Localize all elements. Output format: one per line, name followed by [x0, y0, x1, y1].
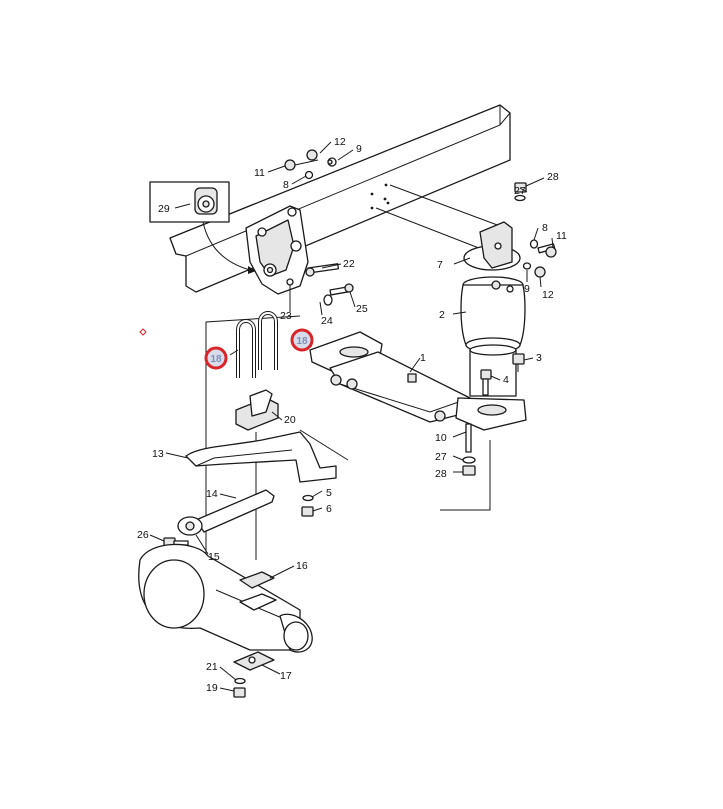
bushing-inset: [149, 181, 256, 274]
callout-18-right-label: 18: [296, 336, 308, 347]
highlight-callout-18-left[interactable]: 18: [204, 346, 228, 370]
callout-18-left-label: 18: [210, 354, 222, 365]
label-12-right: 12: [542, 289, 554, 301]
label-11-right: 11: [556, 230, 567, 242]
label-8-right: 8: [542, 222, 548, 234]
air-spring: [460, 276, 526, 397]
highlight-callout-18-right[interactable]: 18: [290, 328, 314, 352]
label-13: 13: [152, 448, 164, 460]
u-bolt-nuts: [233, 677, 246, 698]
label-28-top: 28: [547, 171, 559, 183]
axle-housing: [138, 543, 313, 653]
label-9-top: 9: [356, 143, 362, 155]
label-14: 14: [206, 488, 218, 500]
label-3: 3: [536, 352, 542, 364]
marker-diamond: [139, 328, 147, 336]
label-22: 22: [343, 258, 355, 270]
air-spring-bracket: [463, 221, 521, 271]
bracket-upper-hardware: [514, 182, 557, 278]
upper-leaf-spring: [185, 431, 337, 483]
hanger-top-bolts: [284, 149, 337, 180]
label-10: 10: [435, 432, 447, 444]
lower-leaf-spring: [163, 489, 275, 548]
label-27-bottom: 27: [435, 451, 447, 463]
label-11-top: 11: [254, 167, 265, 179]
label-6: 6: [326, 503, 332, 515]
label-27-top: 27: [514, 185, 526, 197]
label-21: 21: [206, 661, 218, 673]
arm-bolts: [480, 353, 525, 396]
spring-nuts: [301, 494, 314, 517]
label-25: 25: [356, 303, 368, 315]
label-26: 26: [137, 529, 149, 541]
trailing-arm: [309, 331, 527, 431]
label-15: 15: [208, 551, 220, 563]
label-28-bottom: 28: [435, 468, 447, 480]
label-7: 7: [437, 259, 443, 271]
label-17: 17: [280, 670, 292, 682]
axle-seat-pads: [233, 571, 277, 671]
spring-hanger-bracket: [245, 205, 309, 295]
label-19: 19: [206, 682, 218, 694]
label-2: 2: [439, 309, 445, 321]
u-bolts: [236, 311, 278, 378]
label-12-top: 12: [334, 136, 346, 148]
frame-rail-holes: [370, 183, 390, 210]
label-23: 23: [280, 310, 292, 322]
label-24: 24: [321, 315, 333, 327]
label-20: 20: [284, 414, 296, 426]
spring-seat: [235, 389, 279, 431]
part-number-labels: 12 9 11 8 29 28 27 8 11 7 9 12 22 2 25 2…: [137, 136, 567, 694]
label-5: 5: [326, 487, 332, 499]
lower-mount-hardware: [462, 423, 476, 476]
label-4: 4: [503, 374, 509, 386]
label-16: 16: [296, 560, 308, 572]
label-1: 1: [420, 352, 426, 364]
label-29: 29: [158, 203, 170, 215]
label-9-right: 9: [524, 283, 530, 295]
label-8-top: 8: [283, 179, 289, 191]
